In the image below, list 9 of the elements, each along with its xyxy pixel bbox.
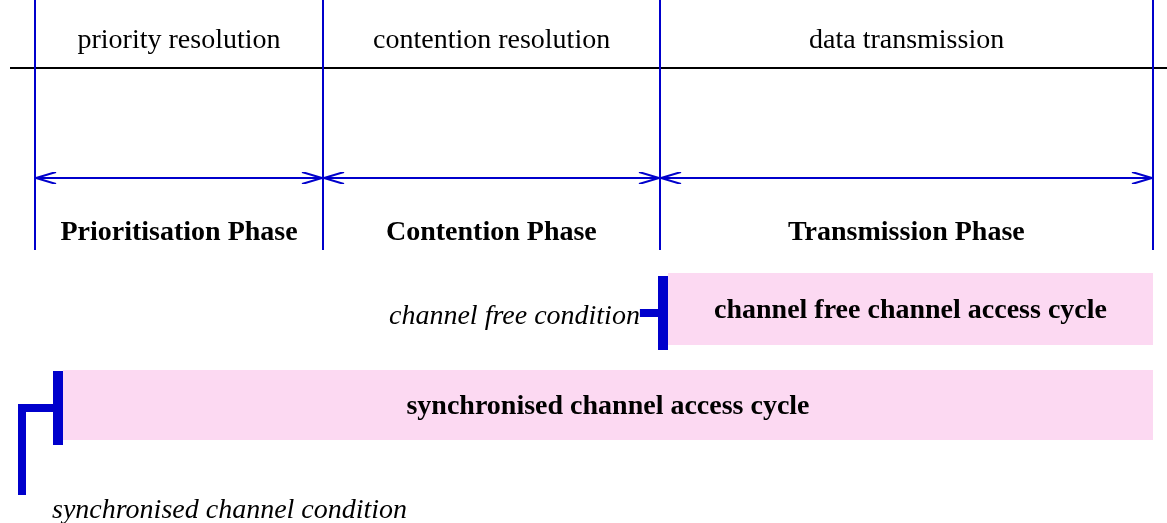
phase-title: Prioritisation Phase <box>60 215 298 247</box>
condition-text: channel free condition <box>389 299 640 331</box>
cycle-bar: synchronised channel access cycle <box>63 370 1153 440</box>
header-cell: priority resolution <box>77 23 281 55</box>
header-cell: contention resolution <box>373 23 611 55</box>
cycle-bar: channel free channel access cycle <box>668 273 1153 345</box>
phase-title: Contention Phase <box>386 215 597 247</box>
header-cell: data transmission <box>809 23 1005 55</box>
phase-title: Transmission Phase <box>788 215 1025 247</box>
